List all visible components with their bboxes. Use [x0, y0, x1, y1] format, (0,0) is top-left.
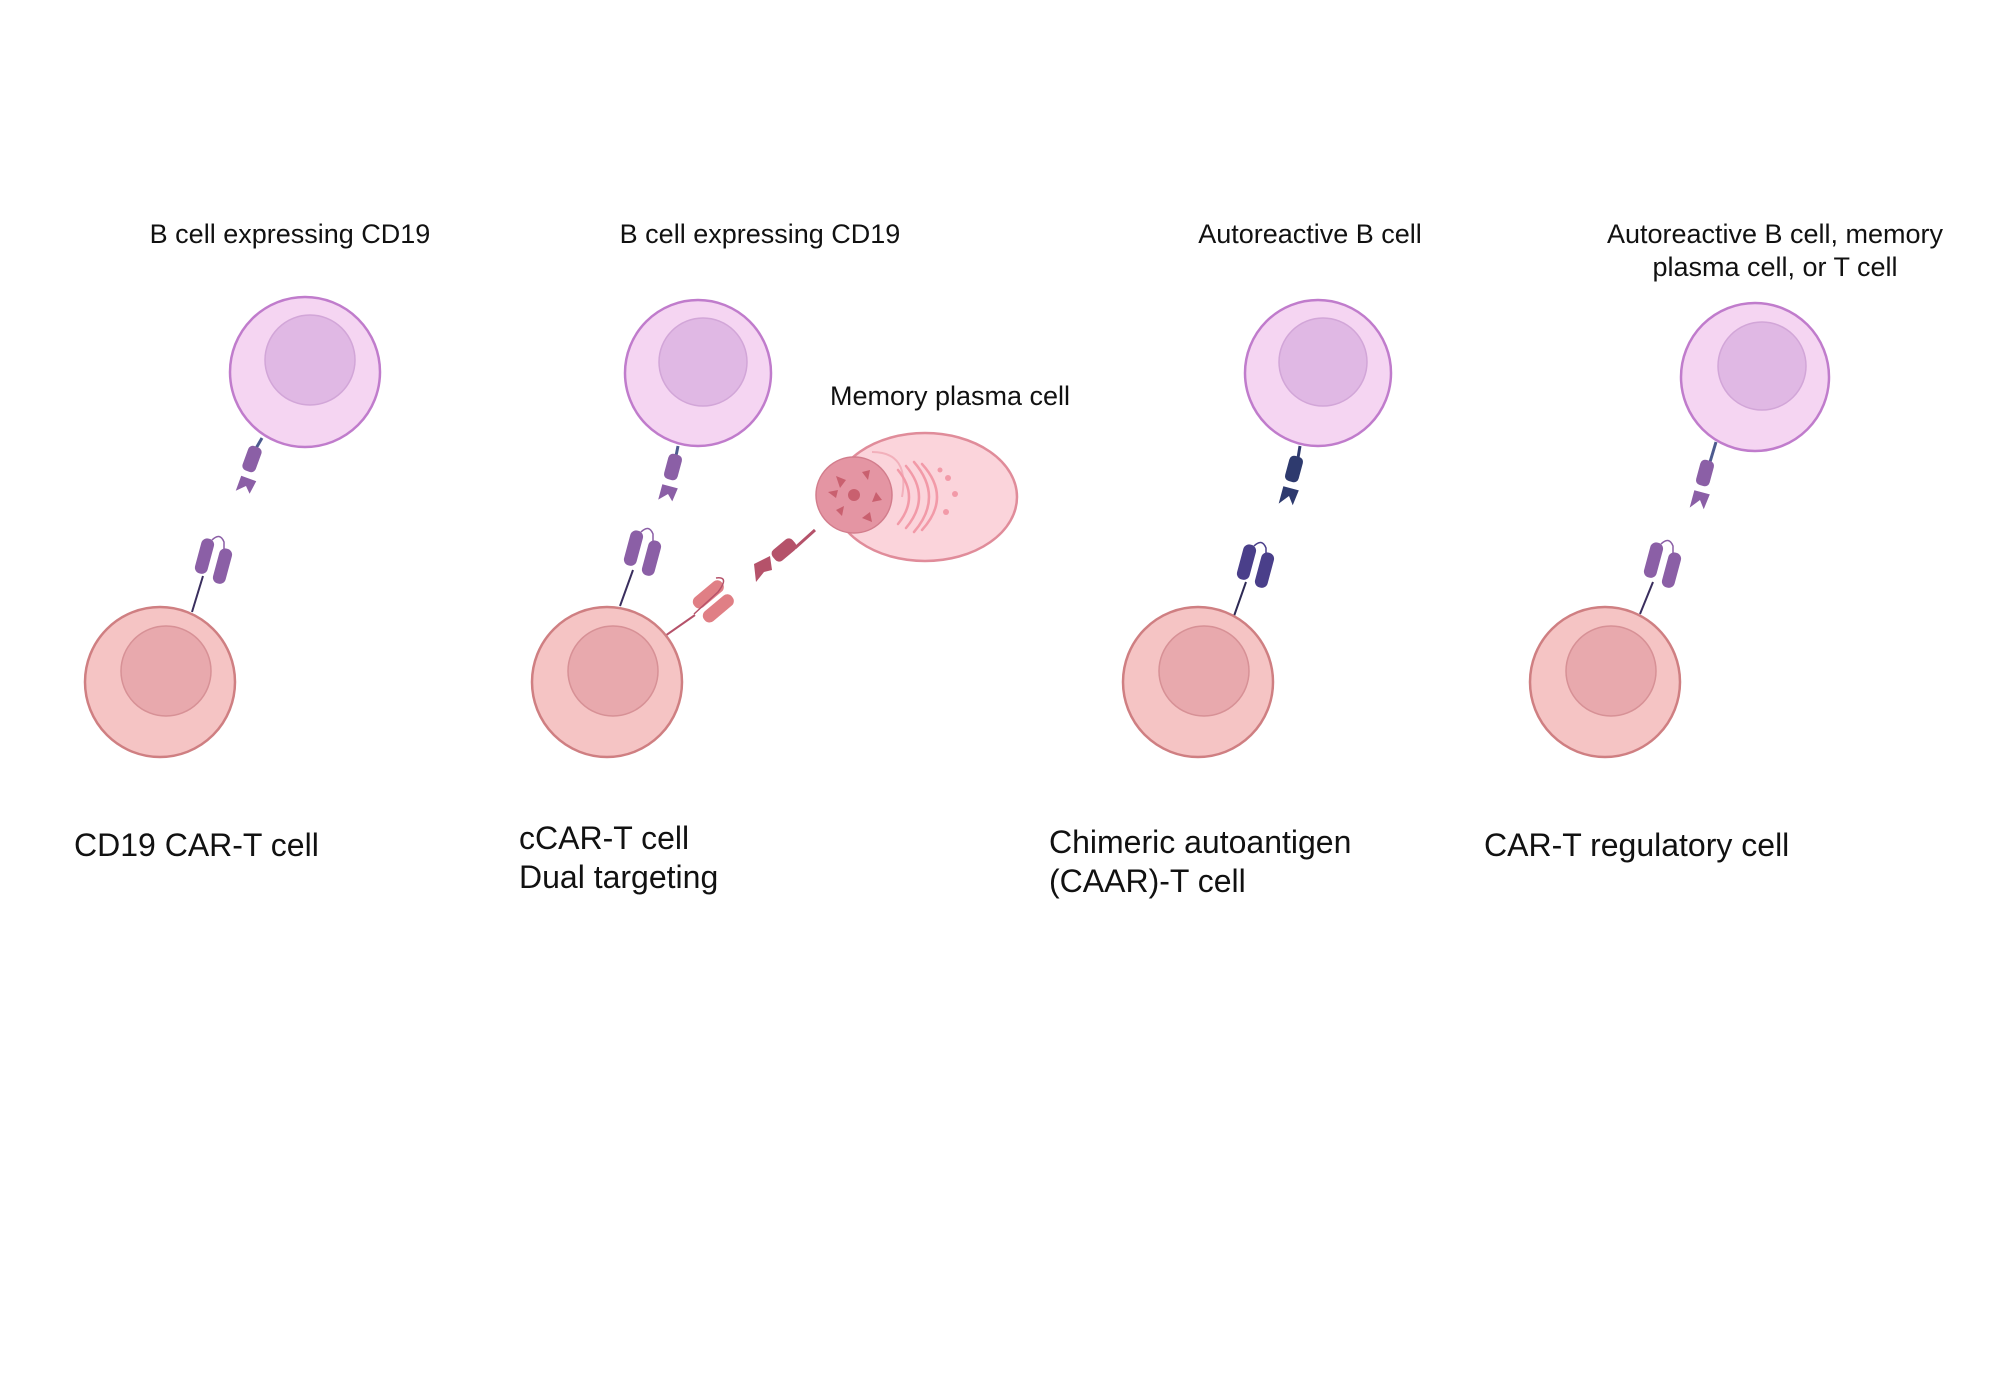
b-cell-target — [623, 298, 773, 448]
b-cell-target — [1679, 301, 1831, 453]
panel4-target-label: Autoreactive B cell, memory plasma cell,… — [1606, 219, 1944, 282]
panel-ccar-t — [530, 298, 1019, 759]
target-antigen — [1689, 441, 1718, 510]
cd19-antigen — [658, 445, 683, 502]
b-cell-target — [228, 295, 382, 449]
panel-car-treg — [1528, 301, 1831, 759]
panel2-effector-label: cCAR-T cell Dual targeting — [519, 820, 719, 895]
t-cell-effector — [83, 605, 237, 759]
plasma-cell-target — [815, 431, 1019, 563]
panel4-effector-label: CAR-T regulatory cell — [1484, 827, 1790, 863]
car-receptor — [1639, 539, 1682, 615]
panel2-target-label: B cell expressing CD19 — [619, 219, 901, 249]
bcma-antigen — [754, 528, 817, 582]
panel3-effector-label: Chimeric autoantigen (CAAR)-T cell — [1049, 824, 1352, 899]
cd19-car-receptor — [191, 535, 233, 613]
treg-cell-effector — [1528, 605, 1682, 759]
cd19-car-receptor — [619, 527, 662, 607]
caar-receptor — [1233, 541, 1275, 617]
panel2-plasma-label: Memory plasma cell — [829, 381, 1071, 411]
cd19-antigen — [235, 437, 264, 494]
bcma-car-receptor — [664, 577, 734, 637]
panel-caar-t — [1121, 298, 1393, 759]
panel-cd19-car-t — [83, 295, 382, 759]
t-cell-effector — [1121, 605, 1275, 759]
panel3-target-label: Autoreactive B cell — [1198, 219, 1422, 249]
b-cell-target — [1243, 298, 1393, 448]
panel1-effector-label: CD19 CAR-T cell — [74, 827, 319, 863]
bcr-antigen — [1278, 445, 1304, 506]
panel1-target-label: B cell expressing CD19 — [149, 219, 431, 249]
t-cell-effector — [530, 605, 684, 759]
